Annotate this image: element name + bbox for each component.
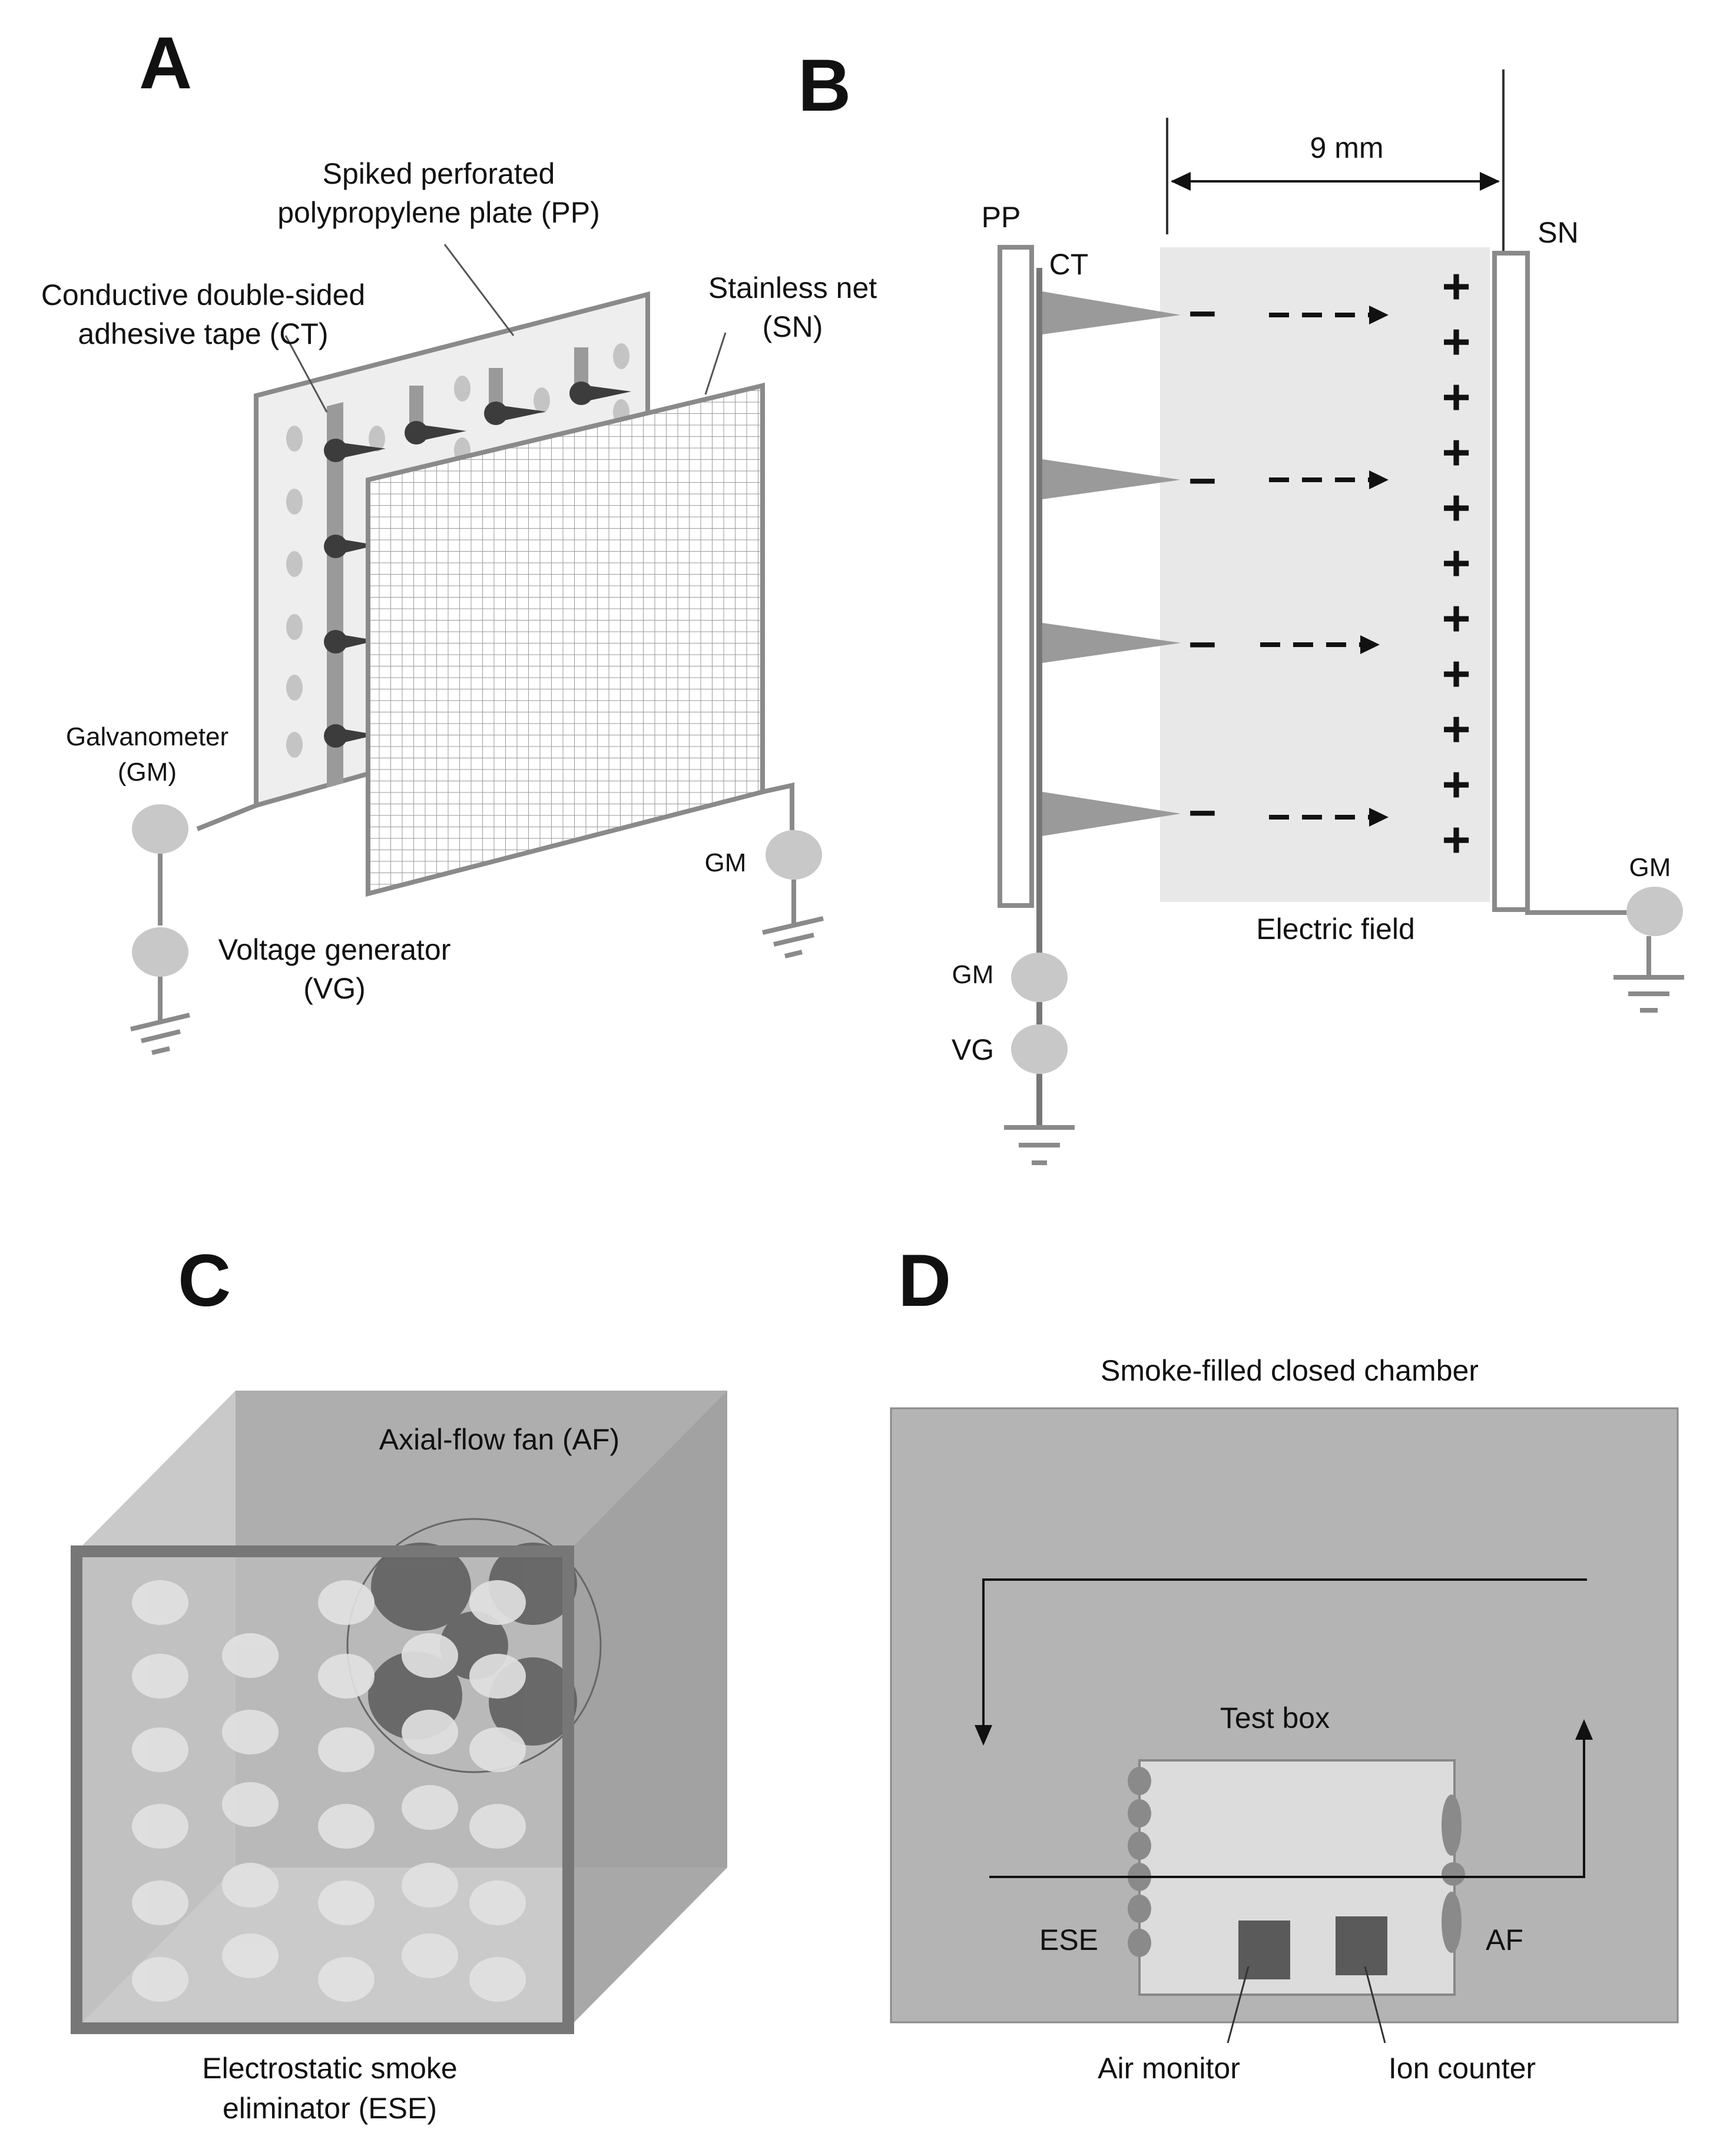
electric-field-region: [1160, 247, 1490, 902]
ground-icon: [762, 916, 824, 958]
ground-icon: [1004, 1125, 1075, 1165]
test-box-label: Test box: [1220, 1701, 1330, 1734]
sn-leader-line: [704, 332, 727, 395]
airflow-path: [982, 1578, 1587, 1740]
ese-label: ESE: [1039, 1923, 1098, 1956]
panel-a: A: [41, 22, 877, 1055]
pp-plate: [998, 245, 1034, 908]
plus-sign: +: [1442, 646, 1470, 701]
positive-charges: + + + + + + + + + + +: [1442, 258, 1470, 867]
plus-sign: +: [1442, 314, 1470, 369]
chamber-label: Smoke-filled closed chamber: [1101, 1354, 1479, 1387]
vg-label: VG: [952, 1033, 994, 1066]
af-fan-icon: [1442, 1795, 1465, 1953]
gm-right-label: GM: [1629, 853, 1671, 882]
ion-counter-leader: [1364, 1966, 1386, 2044]
voltage-generator-icon: [132, 927, 188, 977]
gm-left-label: GM: [952, 960, 994, 989]
galvanometer-icon: [766, 830, 822, 880]
airflow-path: [989, 1728, 1585, 1878]
minus-sign: –: [1189, 283, 1217, 338]
pp-leader-line: [443, 244, 515, 336]
plus-sign: +: [1442, 757, 1470, 812]
panel-c: C: [71, 1240, 727, 2125]
minus-sign: –: [1189, 782, 1217, 837]
ct-label-line1: Conductive double-sided: [41, 278, 365, 311]
af-label: AF: [1486, 1923, 1523, 1956]
air-monitor: [1238, 1921, 1290, 1979]
ion-counter: [1336, 1916, 1387, 1975]
af-label: Axial-flow fan (AF): [379, 1423, 619, 1456]
spike-icons: [324, 382, 631, 748]
ese-label-line1: Electrostatic smoke: [202, 2052, 457, 2085]
ese-frame: [71, 1545, 574, 2034]
plus-sign: +: [1442, 535, 1470, 591]
sn-label-line1: Stainless net: [708, 271, 877, 304]
vg-label-line1: Voltage generator: [218, 933, 451, 966]
sn-label-line2: (SN): [763, 310, 823, 343]
panel-b-letter: B: [798, 45, 851, 127]
spike-icons: [1042, 291, 1181, 836]
arrowheads: [1360, 306, 1389, 827]
ese-electrodes: [1128, 1767, 1151, 1957]
panel-b: B 9 mm – – – –: [798, 45, 1684, 1165]
arrow-down-icon: [975, 1725, 992, 1746]
plus-sign: +: [1442, 369, 1470, 424]
distance-label: 9 mm: [1310, 131, 1384, 164]
air-monitor-leader: [1227, 1966, 1250, 2044]
ct-strip: [327, 402, 343, 788]
ct-label-line2: adhesive tape (CT): [78, 317, 328, 350]
wire: [196, 803, 257, 831]
pp-label: PP: [982, 201, 1021, 234]
gm-label-line1: Galvanometer: [66, 722, 228, 751]
panel-d-letter: D: [898, 1240, 951, 1322]
sn-plate: [1492, 251, 1530, 912]
arrow-right-icon: [1480, 172, 1500, 191]
ese-holes: [132, 1580, 526, 2002]
air-monitor-label: Air monitor: [1098, 2052, 1240, 2085]
galvanometer-icon: [1626, 887, 1683, 936]
ion-counter-label: Ion counter: [1389, 2052, 1536, 2085]
wire: [1525, 910, 1631, 915]
negative-charges: – – – –: [1189, 283, 1217, 837]
field-arrows: [1260, 313, 1372, 820]
gm-label-line2: (GM): [118, 758, 177, 787]
arrowhead-icon: [1360, 635, 1380, 654]
ese-label-line2: eliminator (ESE): [223, 2092, 437, 2125]
panel-d: D Smoke-filled closed chamber: [890, 1240, 1679, 2085]
panel-a-letter: A: [139, 22, 192, 104]
arrow-up-icon: [1575, 1719, 1593, 1740]
gm-right-label: GM: [705, 848, 747, 877]
minus-sign: –: [1189, 450, 1217, 505]
sn-label: SN: [1538, 216, 1578, 249]
plus-sign: +: [1442, 258, 1470, 314]
panel-c-letter: C: [178, 1240, 231, 1322]
voltage-generator-icon: [1011, 1024, 1068, 1074]
ground-icon: [1613, 975, 1684, 1013]
arrowhead-icon: [1369, 808, 1389, 827]
wire: [762, 782, 794, 830]
axial-fan-housing: [346, 1518, 602, 1773]
galvanometer-icon: [1011, 953, 1068, 1002]
arrowhead-icon: [1369, 306, 1389, 324]
plus-sign: +: [1442, 701, 1470, 757]
electric-field-label: Electric field: [1256, 913, 1415, 946]
ct-label: CT: [1049, 248, 1089, 281]
pp-holes: [286, 343, 629, 758]
plus-sign: +: [1442, 424, 1470, 480]
ct-leader-line: [284, 335, 328, 413]
galvanometer-icon: [132, 804, 188, 854]
minus-sign: –: [1189, 613, 1217, 669]
plus-sign: +: [1442, 591, 1470, 646]
vg-label-line2: (VG): [303, 972, 366, 1005]
arrowhead-icon: [1369, 470, 1389, 489]
pp-label-line2: polypropylene plate (PP): [277, 196, 600, 229]
ground-icon: [130, 1013, 190, 1055]
pp-label-line1: Spiked perforated: [323, 157, 555, 190]
plus-sign: +: [1442, 480, 1470, 535]
arrow-left-icon: [1171, 172, 1191, 191]
plus-sign: +: [1442, 812, 1470, 867]
